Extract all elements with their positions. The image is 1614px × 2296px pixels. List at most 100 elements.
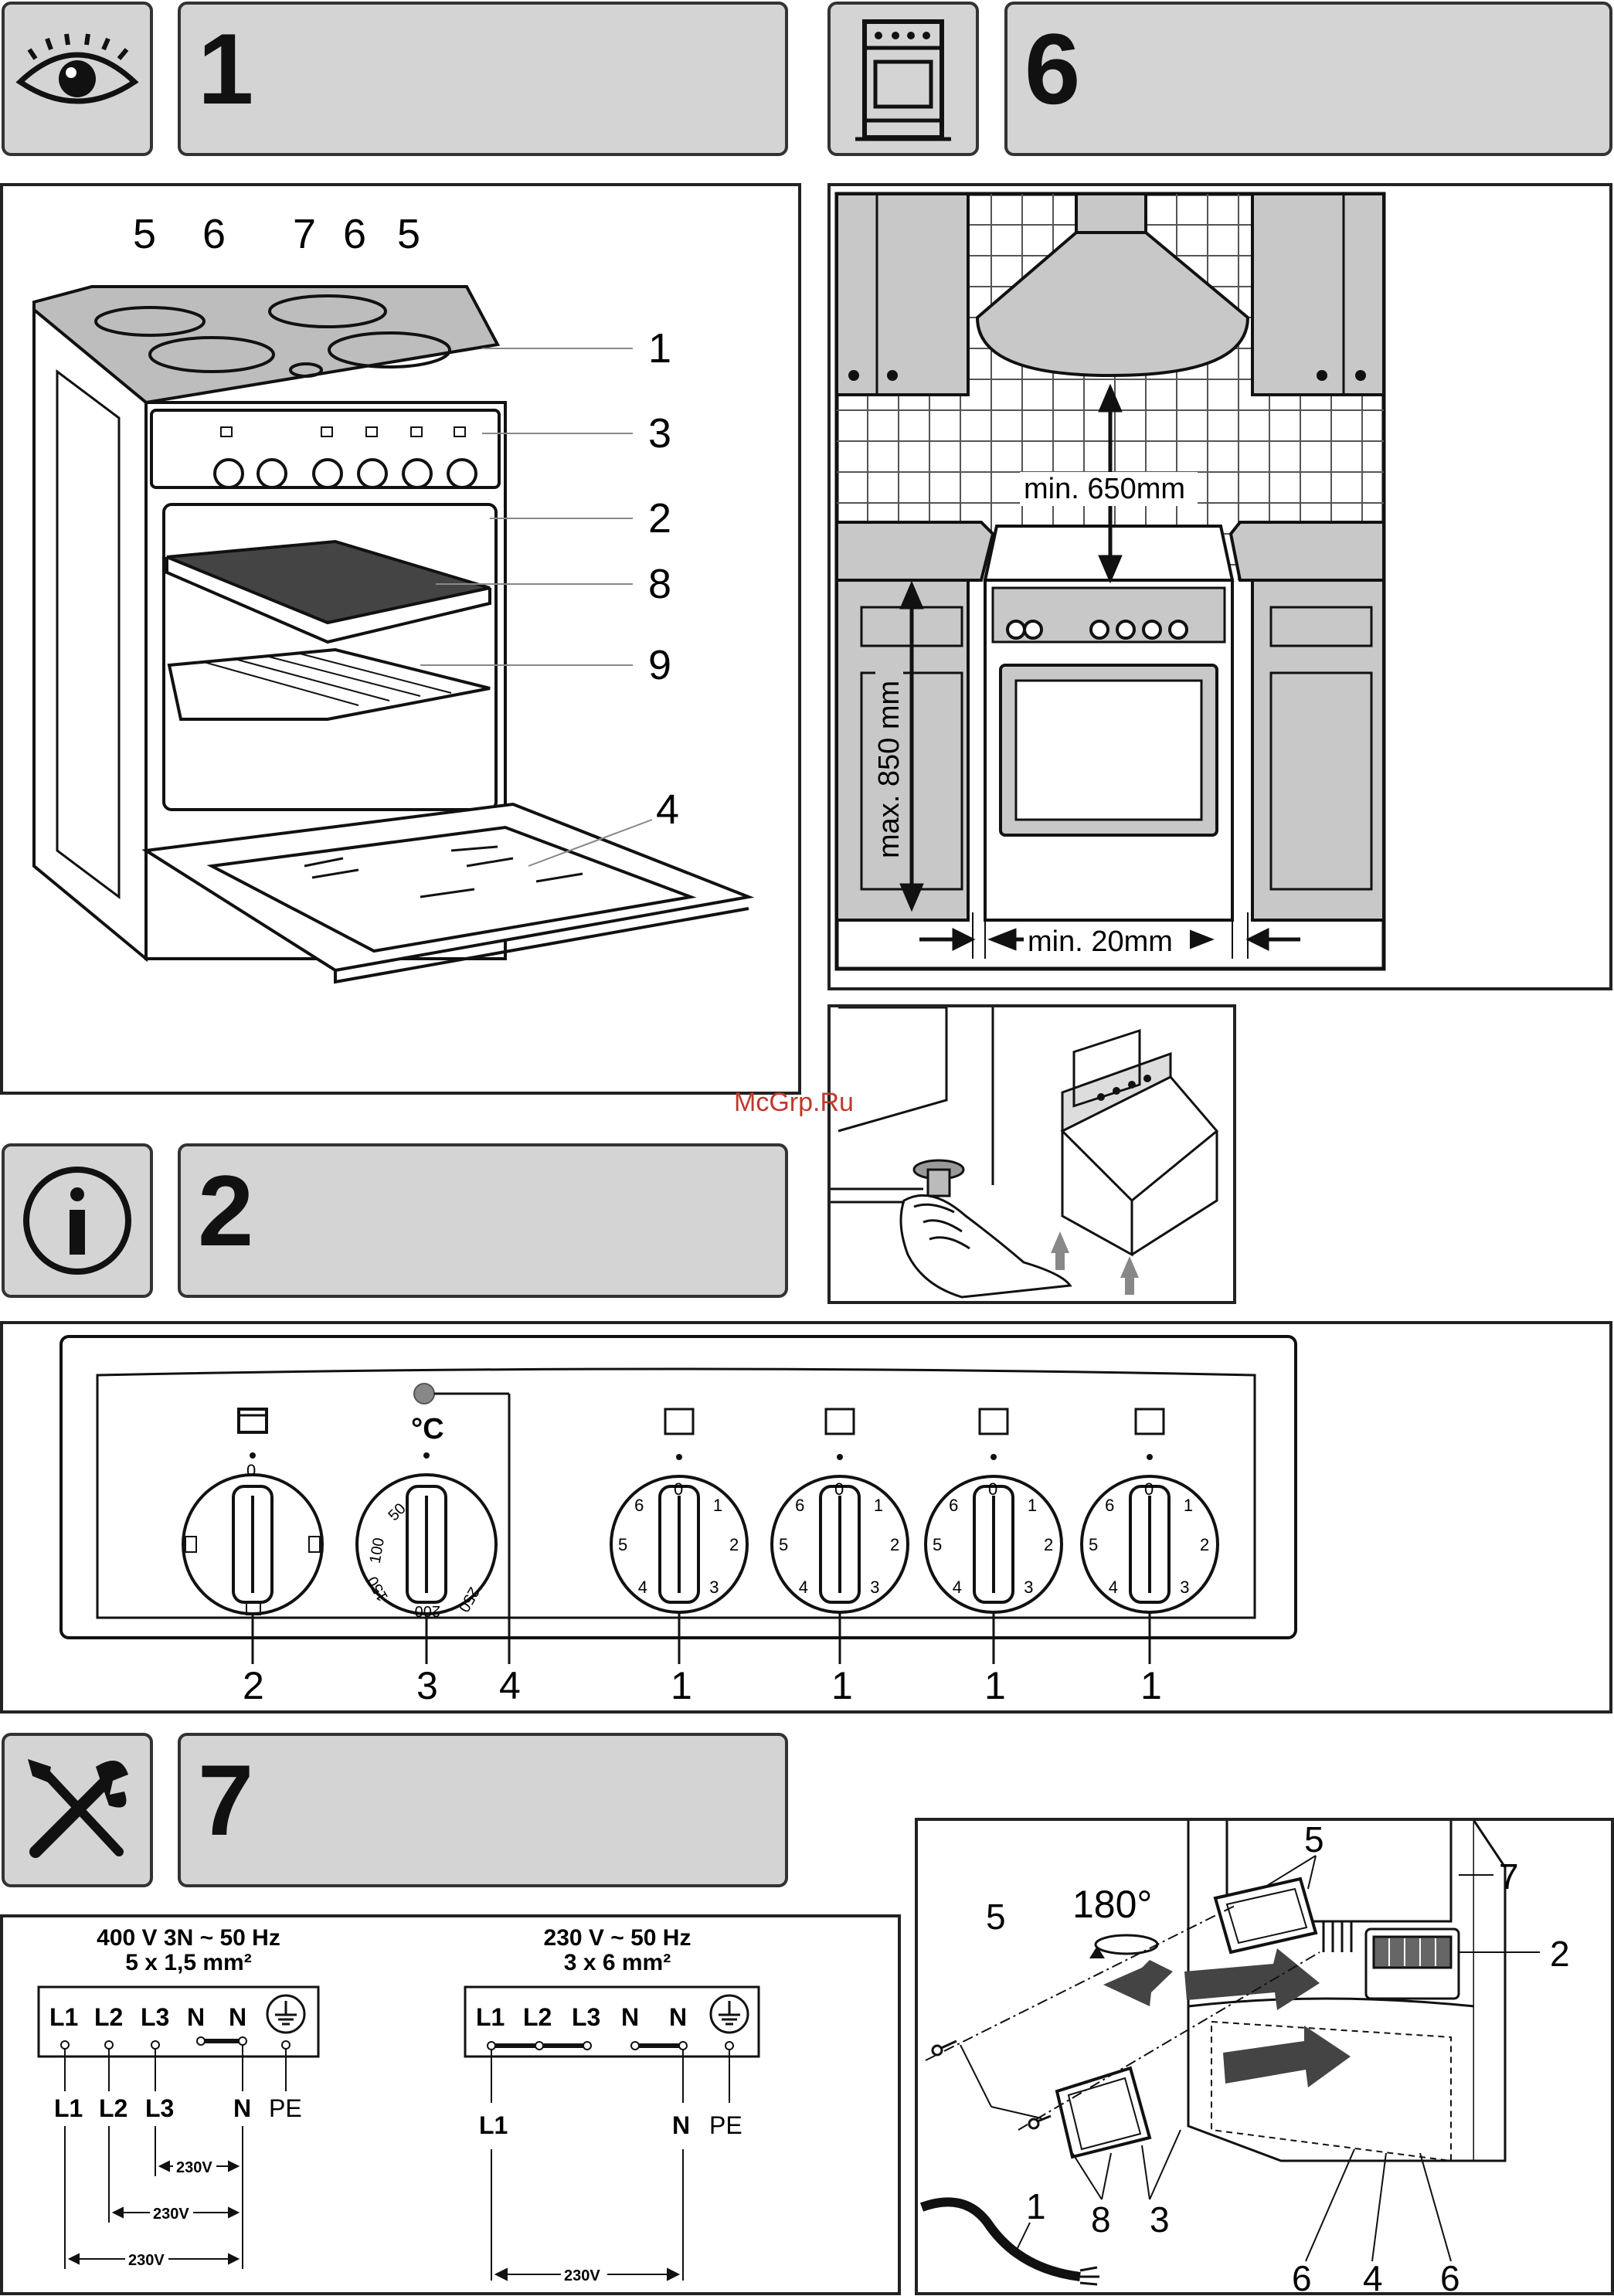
wiring-left-term-l1: L1	[49, 2003, 78, 2031]
hob-knob-1-scale-3: 3	[709, 1578, 719, 1597]
kitchen-drawing: min. 650mm min. 20mm max. 850 mm	[834, 192, 1386, 971]
info-icon	[23, 1167, 131, 1275]
cooker-icon-tile	[827, 2, 979, 156]
section-2-number: 2	[198, 1154, 254, 1267]
hob-knob-4-scale-3: 3	[1180, 1578, 1189, 1597]
thermostat-scale-200: 200	[415, 1602, 440, 1619]
section-6-title-tile: 6	[1004, 2, 1612, 156]
eye-icon	[15, 33, 139, 104]
hob-knob-3-scale-2: 2	[1044, 1535, 1053, 1554]
hob-knob-1-scale-4: 4	[638, 1578, 647, 1597]
wiring-right-cond-pe: PE	[709, 2111, 742, 2139]
cooker-label-5a: 5	[133, 211, 156, 257]
leveling-feet-figure	[827, 1004, 1236, 1304]
cooker-icon	[855, 19, 951, 141]
panel-label-hob-4: 1	[1140, 1664, 1162, 1707]
wiring-left-cond-pe: PE	[269, 2094, 302, 2122]
hob-knob-1-scale-5: 5	[618, 1535, 627, 1554]
hob-knob-3-scale-1: 1	[1028, 1496, 1037, 1515]
min-hood-distance-label: min. 650mm	[1024, 473, 1185, 505]
rear-label-4: 4	[1363, 2258, 1383, 2292]
ground-symbol-right	[709, 1994, 749, 2034]
wiring-left-term-l2: L2	[94, 2003, 123, 2031]
rear-connection-drawing: 5 7 2 5 8 3 1 6 4 6 180°	[919, 1819, 1570, 2296]
wiring-right-supply: 230 V ~ 50 Hz	[544, 1925, 691, 1951]
wiring-left-voltage-l1n: 230V	[128, 2252, 165, 2269]
hob-knob-4-scale-2: 2	[1200, 1535, 1209, 1554]
section-1-title-tile: 1	[178, 2, 788, 156]
panel-label-indicator: 4	[499, 1664, 521, 1707]
wiring-left-voltage-l2n: 230V	[153, 2206, 189, 2223]
wiring-right-term-n2: N	[669, 2003, 687, 2031]
eye-icon-tile	[2, 2, 153, 156]
wiring-right-cond-l1: L1	[479, 2111, 508, 2139]
panel-label-hob-3: 1	[984, 1664, 1006, 1707]
cooker-drawing: 5 6 7 6 5 1 3 2 8 9 4	[32, 211, 755, 984]
cooker-label-2: 2	[648, 495, 671, 542]
hob-knob-1-scale-1: 1	[713, 1496, 722, 1515]
hob-knob-1-scale-6: 6	[634, 1496, 644, 1515]
rear-label-6-left: 6	[1292, 2258, 1312, 2292]
wiring-left-term-l3: L3	[141, 2003, 169, 2031]
wiring-drawing: 400 V 3N ~ 50 Hz 5 x 1,5 mm² L1 L2 L3 N …	[37, 1925, 760, 2284]
hob-knob-4-scale-0: 0	[1144, 1479, 1154, 1499]
hob-knob-4-scale-6: 6	[1105, 1496, 1114, 1515]
section-1-number: 1	[198, 12, 254, 125]
cooker-label-3: 3	[648, 410, 671, 457]
wiring-left-term-n2: N	[229, 2003, 246, 2031]
hob-knob-2-scale-0: 0	[834, 1479, 844, 1499]
hob-knob-3-scale-4: 4	[953, 1578, 962, 1597]
wiring-diagram-figure: 400 V 3N ~ 50 Hz 5 x 1,5 mm² L1 L2 L3 N …	[0, 1914, 901, 2295]
leveling-drawing	[831, 1006, 1219, 1299]
watermark: McGrp.Ru	[734, 1088, 854, 1117]
wiring-left-term-n1: N	[187, 2003, 205, 2031]
wiring-left-cond-n: N	[233, 2094, 251, 2122]
panel-label-hob-1: 1	[671, 1664, 692, 1707]
hob-knob-2-scale-4: 4	[799, 1578, 808, 1597]
tools-icon	[28, 1759, 128, 1858]
kitchen-installation-figure: min. 650mm min. 20mm max. 850 mm	[827, 183, 1612, 990]
rear-label-5-left: 5	[986, 1897, 1006, 1937]
rear-label-7: 7	[1499, 1856, 1519, 1897]
wiring-right-term-l2: L2	[523, 2003, 552, 2031]
cooker-overview-figure: 5 6 7 6 5 1 3 2 8 9 4	[0, 183, 801, 1095]
control-panel-drawing: 0 °C 50 100 150 200 250 0123456012345601…	[59, 1335, 1297, 1707]
rear-label-1: 1	[1026, 2186, 1046, 2226]
wiring-right-cable: 3 x 6 mm²	[564, 1950, 671, 1975]
hob-knob-4-scale-5: 5	[1089, 1535, 1098, 1554]
ground-symbol-left	[266, 1994, 306, 2034]
cooker-label-9: 9	[648, 642, 671, 688]
hob-knob-3-scale-5: 5	[933, 1535, 942, 1554]
panel-label-hob-2: 1	[831, 1664, 853, 1707]
wiring-right-voltage: 230V	[564, 2267, 600, 2284]
temperature-unit-label: °C	[411, 1413, 444, 1445]
selector-zero-label: 0	[246, 1461, 256, 1480]
panel-label-thermostat: 3	[416, 1664, 438, 1707]
wiring-left-cable: 5 x 1,5 mm²	[125, 1950, 251, 1975]
hob-knob-2-scale-3: 3	[870, 1578, 879, 1597]
section-2-title-tile: 2	[178, 1143, 788, 1298]
wiring-right-term-n1: N	[621, 2003, 639, 2031]
section-7-title-tile: 7	[178, 1733, 788, 1887]
cooker-label-1: 1	[648, 325, 671, 372]
hob-knob-3-scale-3: 3	[1024, 1578, 1033, 1597]
cooker-label-4: 4	[656, 786, 679, 833]
wiring-right-term-l3: L3	[572, 2003, 600, 2031]
cooker-label-6a: 6	[202, 211, 226, 257]
wiring-left-supply: 400 V 3N ~ 50 Hz	[97, 1925, 280, 1951]
wiring-left-cond-l1: L1	[54, 2094, 83, 2122]
wiring-left-cond-l2: L2	[99, 2094, 127, 2122]
hob-knob-4-scale-4: 4	[1109, 1578, 1118, 1597]
wiring-left-cond-l3: L3	[145, 2094, 174, 2122]
info-icon-tile	[2, 1143, 153, 1298]
rear-label-8: 8	[1091, 2199, 1111, 2240]
hob-knob-3-scale-0: 0	[988, 1479, 997, 1499]
hob-knob-2-scale-1: 1	[874, 1496, 883, 1515]
rear-label-6-right: 6	[1440, 2258, 1460, 2292]
wiring-right-cond-n: N	[672, 2111, 690, 2139]
